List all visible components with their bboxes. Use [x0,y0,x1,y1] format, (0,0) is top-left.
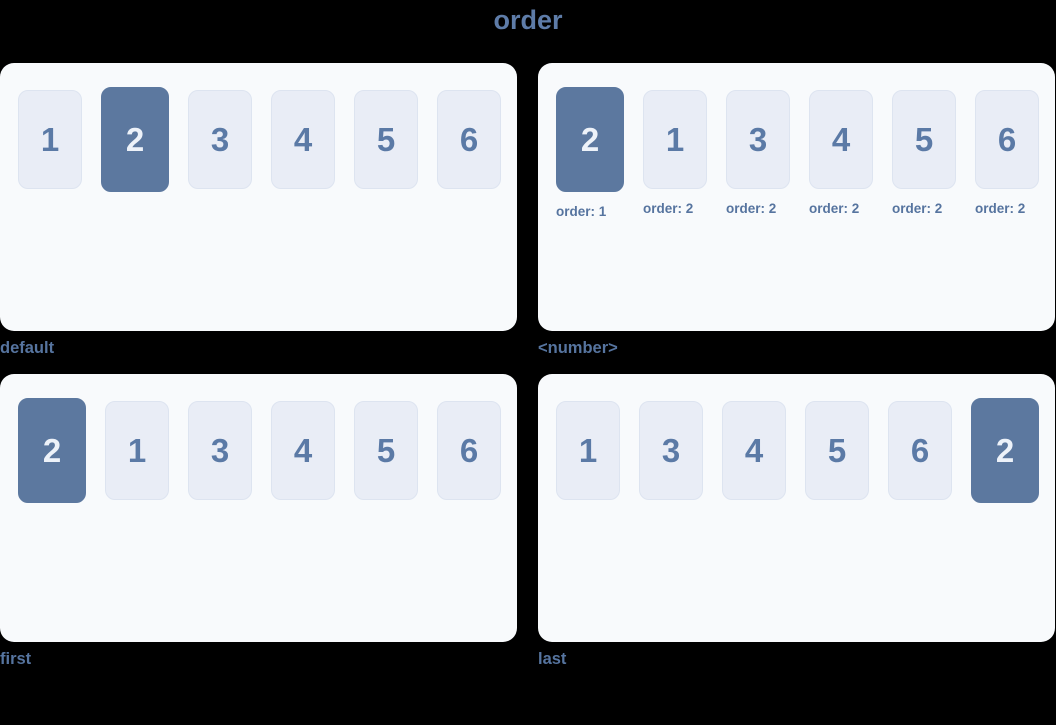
order-caption: order: 2 [809,201,860,216]
flex-item: 4 [722,401,786,500]
flex-item-highlighted: 2 [101,87,169,192]
flex-container: 1 2 3 4 5 6 [18,87,501,192]
example-number: 2 order: 1 1 order: 2 3 order: 2 4 order… [538,63,1055,360]
panel-label-number: <number> [538,339,618,357]
order-caption: order: 2 [726,201,777,216]
examples-grid: 1 2 3 4 5 6 default 2 order: 1 1 order: … [0,63,1056,671]
page-title: order [493,5,563,35]
flex-item: 3 [726,90,790,189]
flex-item: 4 [271,401,335,500]
panel-label-default: default [0,339,55,357]
flex-item-highlighted: 2 [18,398,86,503]
flex-item: 5 [354,90,418,189]
flex-item: 1 [18,90,82,189]
flex-item-column: 3 order: 2 [726,90,790,216]
flex-container: 2 1 3 4 5 6 [18,398,501,503]
demo-panel-default: 1 2 3 4 5 6 [0,63,517,331]
flex-item: 4 [809,90,873,189]
panel-label-last: last [538,650,567,668]
flex-item: 5 [892,90,956,189]
order-caption: order: 2 [892,201,943,216]
flex-item: 5 [805,401,869,500]
example-last: 1 3 4 5 6 2 last [538,374,1055,671]
flex-item: 1 [556,401,620,500]
order-caption: order: 2 [643,201,694,216]
flex-item: 5 [354,401,418,500]
flex-item-column: 6 order: 2 [975,90,1039,216]
panel-label-first: first [0,650,32,668]
flex-item: 3 [188,401,252,500]
example-default: 1 2 3 4 5 6 default [0,63,517,360]
demo-panel-first: 2 1 3 4 5 6 [0,374,517,642]
flex-item-column: 5 order: 2 [892,90,956,216]
flex-item: 1 [643,90,707,189]
flex-item: 6 [975,90,1039,189]
flex-item: 4 [271,90,335,189]
flex-item: 1 [105,401,169,500]
order-caption: order: 1 [556,204,607,219]
example-first: 2 1 3 4 5 6 first [0,374,517,671]
order-caption: order: 2 [975,201,1026,216]
flex-item-highlighted: 2 [556,87,624,192]
flex-item-column: 1 order: 2 [643,90,707,216]
flex-container: 2 order: 1 1 order: 2 3 order: 2 4 order… [556,87,1039,219]
flex-item-column: 2 order: 1 [556,87,624,219]
demo-panel-number: 2 order: 1 1 order: 2 3 order: 2 4 order… [538,63,1055,331]
flex-item-highlighted: 2 [971,398,1039,503]
flex-container: 1 3 4 5 6 2 [556,398,1039,503]
flex-item-column: 4 order: 2 [809,90,873,216]
demo-panel-last: 1 3 4 5 6 2 [538,374,1055,642]
flex-item: 6 [888,401,952,500]
flex-item: 3 [188,90,252,189]
flex-item: 6 [437,90,501,189]
flex-item: 3 [639,401,703,500]
flex-item: 6 [437,401,501,500]
